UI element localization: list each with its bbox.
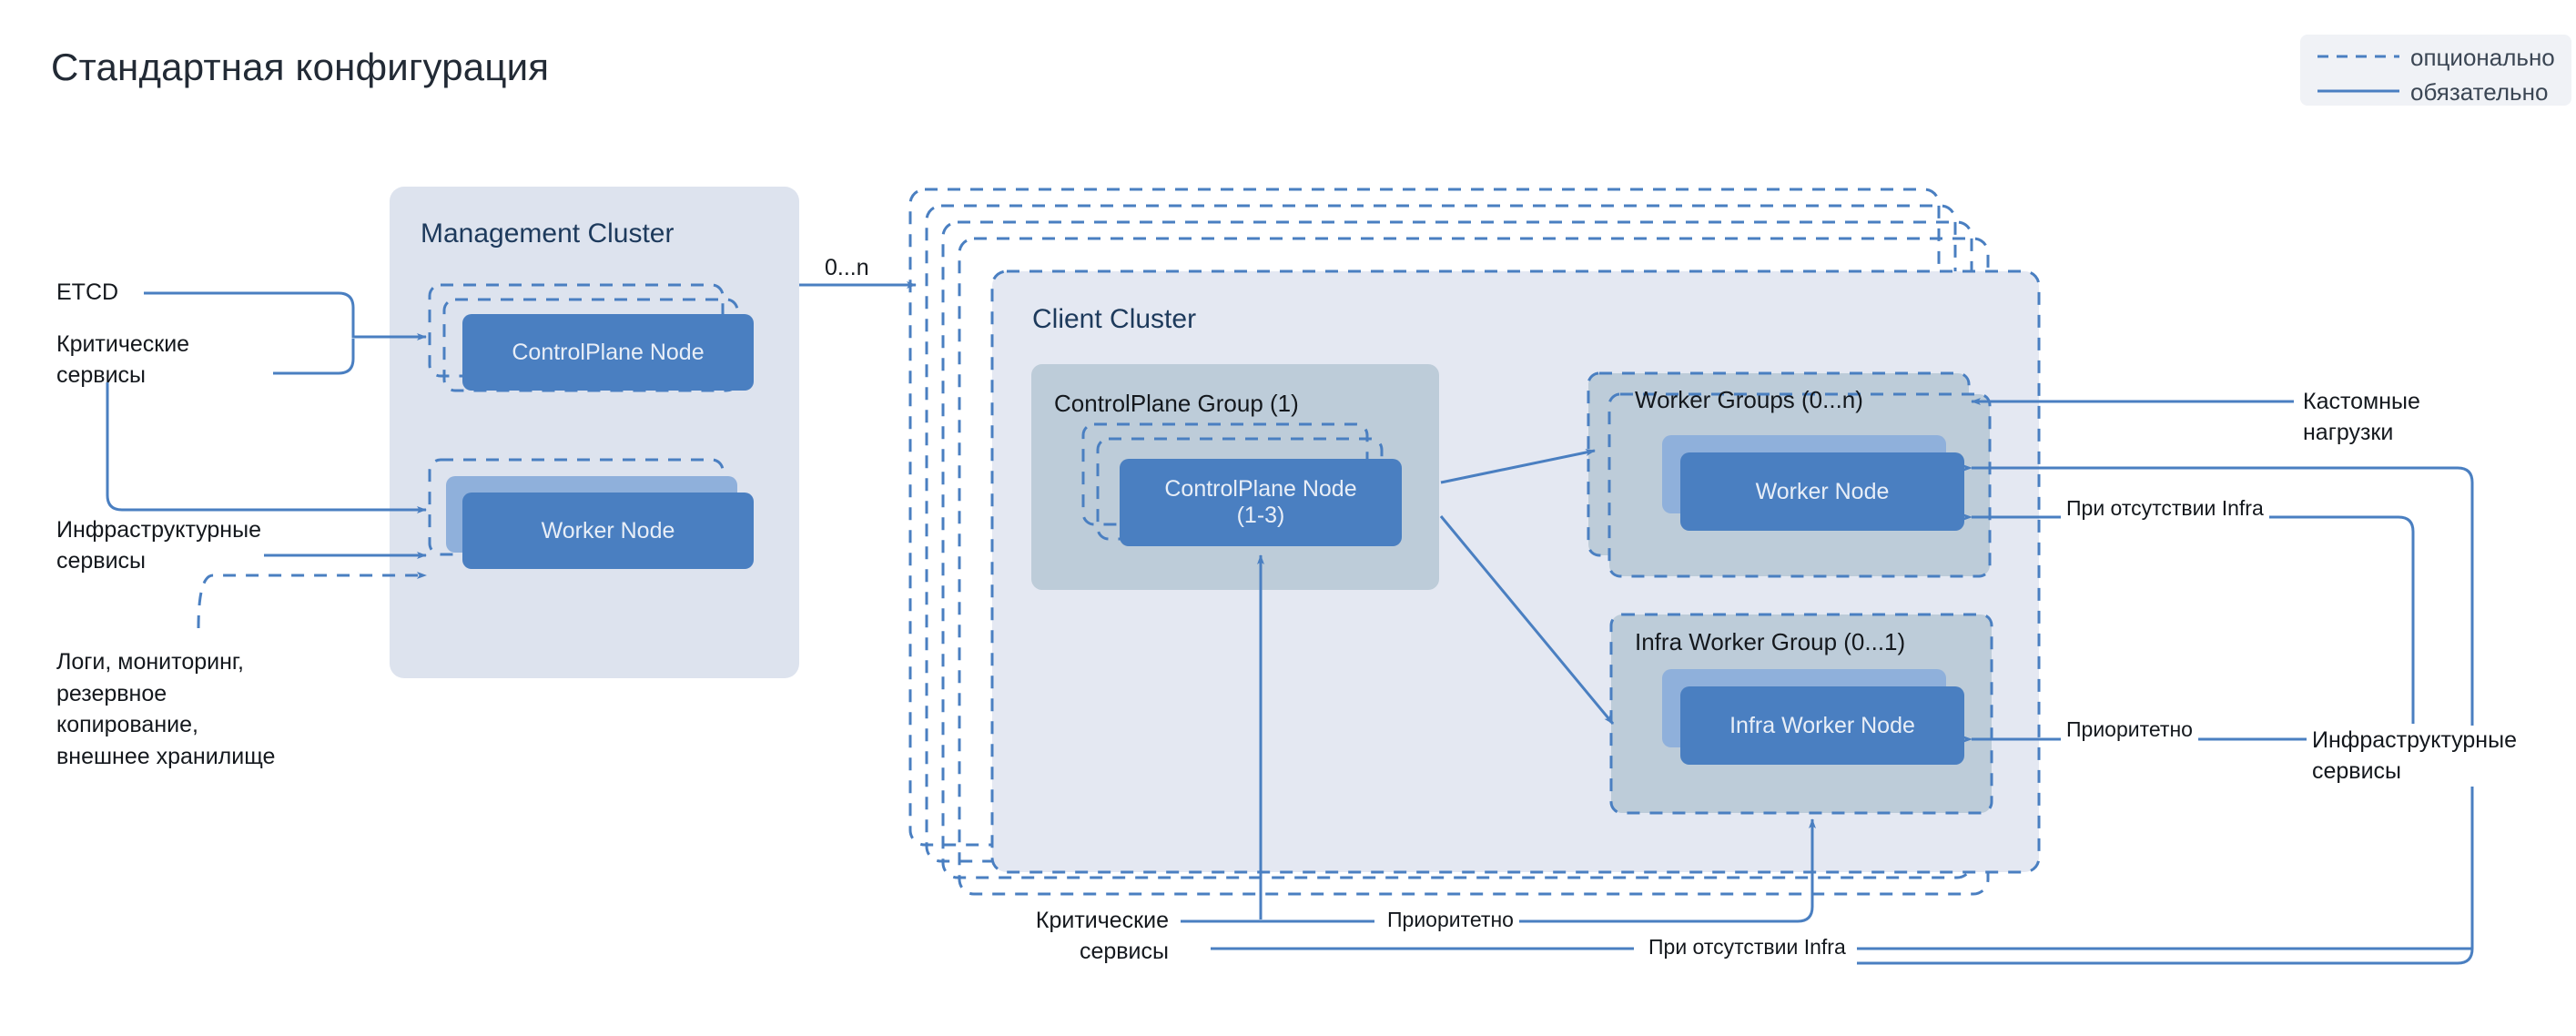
label-custom-workloads-line-1: нагрузки	[2303, 419, 2394, 445]
controlplane-node-label-line2: (1-3)	[1236, 503, 1285, 528]
label-logs-monitoring: Логи, мониторинг, резервное копирование,…	[56, 646, 275, 772]
label-infra-services-left: Инфраструктурные сервисы	[56, 515, 261, 576]
label-critical-services-line-1: сервисы	[56, 361, 147, 388]
controlplane-node-label-line1: ControlPlane Node	[1164, 475, 1357, 502]
label-infra-services-right-line-1: сервисы	[2312, 757, 2402, 784]
label-etcd-line-0: ETCD	[56, 279, 119, 305]
label-priority-bottom: Приоритетно	[1382, 908, 1519, 932]
label-critical-services-bottom-line-0: Критические	[1035, 908, 1169, 933]
worker-groups-title: Worker Groups (0...n)	[1635, 386, 1863, 413]
worker-groups-node-label: Worker Node	[1755, 478, 1890, 504]
label-logs-monitoring-line-2: копирование,	[56, 712, 198, 737]
label-critical-services-bottom-line-1: сервисы	[1079, 938, 1169, 964]
legend-item-required-label: обязательно	[2410, 78, 2549, 106]
label-logs-monitoring-line-0: Логи, мониторинг,	[56, 649, 244, 675]
mgmt-worker-node-stack	[446, 476, 754, 569]
legend-item-optional-label: опционально	[2410, 44, 2555, 71]
edge-logs-to-mgmt-worker	[197, 572, 427, 629]
label-custom-workloads-line-0: Кастомные	[2303, 389, 2420, 414]
infra-worker-node-stack	[1662, 669, 1964, 765]
label-priority-right: Приоритетно	[2061, 717, 2198, 742]
controlplane-group-title: ControlPlane Group (1)	[1054, 390, 1299, 417]
label-no-infra-bottom: При отсутствии Infra	[1643, 935, 1851, 960]
label-no-infra-top: При отсутствии Infra	[2061, 496, 2269, 521]
label-custom-workloads: Кастомные нагрузки	[2303, 387, 2420, 448]
label-infra-services-right-line-0: Инфраструктурные	[2312, 727, 2517, 753]
label-critical-services: Критические сервисы	[56, 330, 189, 391]
label-etcd: ETCD	[56, 278, 118, 309]
mgmt-worker-node-label: Worker Node	[541, 517, 675, 543]
worker-groups-node-stack	[1662, 435, 1964, 531]
controlplane-group-node	[1120, 459, 1402, 546]
edge-priority-bottom-to-infra	[1453, 818, 1816, 923]
edge-critical-to-mgmt-worker	[106, 382, 427, 513]
legend-box	[2300, 35, 2571, 106]
label-critical-services-bottom: Критические сервисы	[1031, 906, 1172, 967]
management-cluster-title: Management Cluster	[421, 218, 674, 249]
label-logs-monitoring-line-3: внешнее хранилище	[56, 743, 276, 769]
page-title: Стандартная конфигурация	[51, 46, 550, 88]
infra-worker-group-title: Infra Worker Group (0...1)	[1635, 628, 1906, 655]
controlplane-node-label: ControlPlane Node (1-3)	[1120, 459, 1402, 546]
edge-critical-to-mgmt	[273, 339, 355, 375]
label-infra-services-left-line-0: Инфраструктурные	[56, 517, 261, 543]
edge-no-infra-top-to-worker-node	[1962, 513, 2415, 724]
mgmt-controlplane-node	[462, 314, 754, 391]
edge-etcd-to-mgmt	[144, 291, 427, 340]
edge-cp-to-worker-groups	[1440, 449, 1596, 484]
label-logs-monitoring-line-1: резервное	[56, 680, 167, 706]
edge-cp-to-infra-group	[1439, 515, 1615, 725]
mgmt-controlplane-node-label: ControlPlane Node	[512, 339, 705, 365]
edge-infra-right-to-worker-groups	[1857, 464, 2474, 965]
edge-label-mgmt-to-client: 0...n	[825, 255, 869, 280]
label-infra-services-left-line-1: сервисы	[56, 547, 147, 574]
client-cluster-title: Client Cluster	[1032, 304, 1197, 334]
infra-worker-node-label: Infra Worker Node	[1729, 712, 1915, 738]
management-cluster-box	[390, 187, 799, 678]
label-infra-services-right: Инфраструктурные сервисы	[2307, 726, 2522, 787]
label-critical-services-line-0: Критические	[56, 331, 190, 357]
